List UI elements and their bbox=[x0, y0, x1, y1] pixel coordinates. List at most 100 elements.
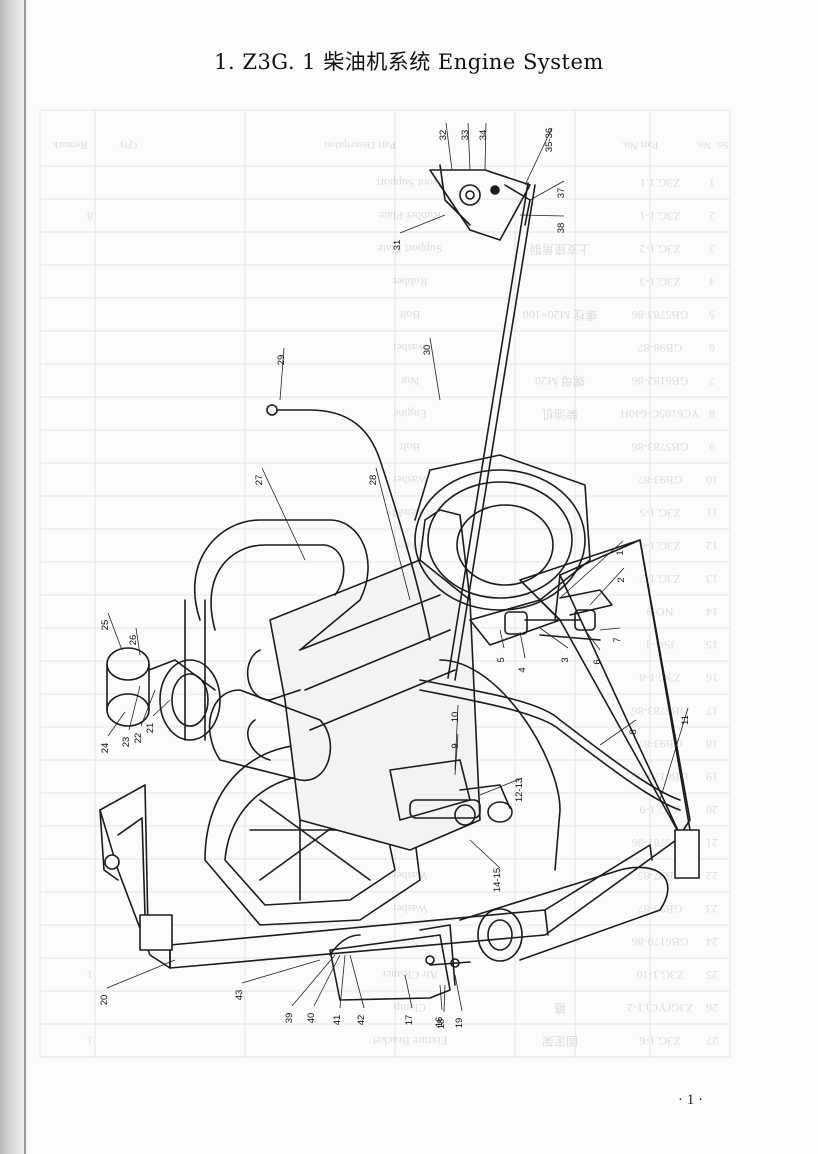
bleed-through-cell: GB5781-86 bbox=[632, 836, 689, 850]
callout-34: 34 bbox=[478, 130, 489, 141]
leader-line bbox=[375, 467, 411, 601]
radiator bbox=[99, 784, 171, 969]
leader-line bbox=[241, 959, 321, 984]
bleed-through-header: Sn. No. bbox=[695, 139, 729, 151]
bleed-through-cell: 14 bbox=[706, 605, 718, 619]
bleed-through-cell: 螺母 M20 bbox=[535, 374, 585, 388]
air-cleaner bbox=[106, 599, 221, 741]
page-number: · 1 · bbox=[678, 1092, 703, 1108]
bleed-through-cell: Z3G(YC).1-2 bbox=[627, 1001, 693, 1015]
callout-42: 42 bbox=[356, 1015, 367, 1026]
bleed-through-cell: 9 bbox=[709, 440, 715, 454]
bleed-through-cell: 18 bbox=[706, 737, 718, 751]
callout-41: 41 bbox=[332, 1015, 343, 1026]
bleed-through-cell: 23 bbox=[706, 902, 718, 916]
bleed-through-cell: Z3G.1-2 bbox=[640, 242, 681, 256]
callout-29: 29 bbox=[276, 355, 287, 366]
bleed-through-cell: 16 bbox=[706, 671, 718, 685]
bleed-through-cell: 21 bbox=[706, 836, 718, 850]
binding-shadow bbox=[0, 0, 26, 1154]
bleed-through-header: Part No. bbox=[621, 139, 658, 151]
leader-line bbox=[524, 127, 553, 186]
leader-line bbox=[429, 337, 441, 401]
bleed-through-cell: Z3G.1-1 bbox=[640, 209, 681, 223]
leader-line bbox=[499, 629, 505, 649]
callout-35-36: 35-36 bbox=[544, 128, 555, 152]
turbo-pipe bbox=[208, 689, 332, 781]
bleed-through-cell: 10 bbox=[706, 473, 718, 487]
leader-line bbox=[128, 685, 141, 731]
bleed-through-cell: 固定架 bbox=[542, 1034, 578, 1049]
bleed-through-cell: 柴油机 bbox=[542, 407, 578, 421]
bleed-through-cell: Z3G.1-3 bbox=[640, 275, 681, 289]
bleed-through-cell: GB6170-86 bbox=[632, 935, 689, 949]
callout-33: 33 bbox=[460, 130, 471, 141]
leader-line bbox=[107, 612, 123, 651]
leader-line bbox=[454, 704, 459, 771]
callout-9: 9 bbox=[450, 743, 461, 748]
callout-17: 17 bbox=[404, 1015, 415, 1026]
bleed-through-cell: 15 bbox=[706, 638, 718, 652]
leader-line bbox=[445, 122, 453, 171]
side-plate bbox=[674, 829, 700, 879]
callout-5: 5 bbox=[496, 657, 507, 662]
flywheel-housing bbox=[414, 454, 591, 611]
bleed-through-header: Remark bbox=[52, 139, 87, 151]
leader-line bbox=[399, 214, 446, 234]
bleed-through-cell: Z3G.1-5 bbox=[640, 506, 681, 520]
bleed-through-cell: YC6105C-640H bbox=[620, 407, 700, 421]
leader-line bbox=[519, 631, 526, 659]
engine-frame bbox=[169, 539, 691, 969]
leader-line bbox=[479, 777, 523, 796]
bleed-through-cell: 箍 bbox=[554, 1001, 566, 1016]
callout-2: 2 bbox=[616, 577, 627, 582]
bleed-through-cell: 4 bbox=[709, 275, 715, 289]
intake-pipe bbox=[194, 519, 369, 651]
bleed-through-cell: 2 bbox=[709, 209, 715, 223]
leader-line bbox=[135, 627, 141, 656]
bleed-through-cell: Washer bbox=[392, 341, 428, 355]
callout-1: 1 bbox=[615, 550, 626, 555]
bleed-through-cell: Front Support bbox=[376, 176, 444, 190]
callout-leader-lines bbox=[106, 122, 689, 1013]
page-title: 1. Z3G. 1 柴油机系统 Engine System bbox=[214, 50, 604, 74]
bleed-through-cell: 3 bbox=[709, 242, 715, 256]
bleed-through-cell: 1 bbox=[87, 1034, 93, 1048]
leader-line bbox=[313, 954, 341, 1007]
bleed-through-cell: Air Cleaner bbox=[382, 968, 438, 982]
bleed-through-cell: Plate bbox=[398, 539, 422, 553]
bleed-through-cell: Rubber bbox=[392, 275, 427, 289]
callout-14-15: 14-15 bbox=[492, 868, 503, 892]
bleed-through-cell: Z3G.1-8 bbox=[640, 671, 681, 685]
callout-20: 20 bbox=[99, 995, 110, 1006]
bleed-through-cell: 24 bbox=[706, 935, 718, 949]
bleed-through-cell: GB97-85 bbox=[638, 869, 683, 883]
leader-line bbox=[599, 719, 637, 746]
bleed-through-cell: Z3G.1.1 bbox=[640, 176, 680, 190]
leader-line bbox=[454, 974, 463, 1012]
bleed-through-cell: Washer bbox=[392, 902, 428, 916]
bleed-through-cell: 上支座角钢 bbox=[530, 242, 590, 257]
bleed-through-cell: Clamp bbox=[394, 1001, 426, 1015]
leader-line bbox=[404, 974, 413, 1009]
bleed-through-cell: 8 bbox=[709, 407, 715, 421]
callout-12-13: 12-13 bbox=[514, 778, 525, 802]
bleed-through-cell: 22 bbox=[706, 869, 718, 883]
engine-illustration bbox=[99, 164, 700, 1001]
bleed-through-cell: Nut bbox=[400, 374, 419, 388]
callout-27: 27 bbox=[254, 475, 265, 486]
bleed-through-cell: GB6182-86 bbox=[632, 374, 689, 388]
callout-22: 22 bbox=[133, 733, 144, 744]
leader-line bbox=[659, 707, 689, 801]
lower-bracket bbox=[329, 934, 451, 1001]
front-mount-assembly bbox=[389, 759, 513, 826]
bleed-through-header: Part Description bbox=[324, 139, 396, 151]
callout-16: 16 bbox=[434, 1017, 445, 1028]
leader-line bbox=[339, 954, 346, 1009]
bleed-through-cell: 27 bbox=[706, 1034, 718, 1048]
bleed-through-cell: Engine bbox=[393, 407, 427, 421]
callout-21: 21 bbox=[145, 723, 156, 734]
leader-line bbox=[467, 122, 471, 171]
